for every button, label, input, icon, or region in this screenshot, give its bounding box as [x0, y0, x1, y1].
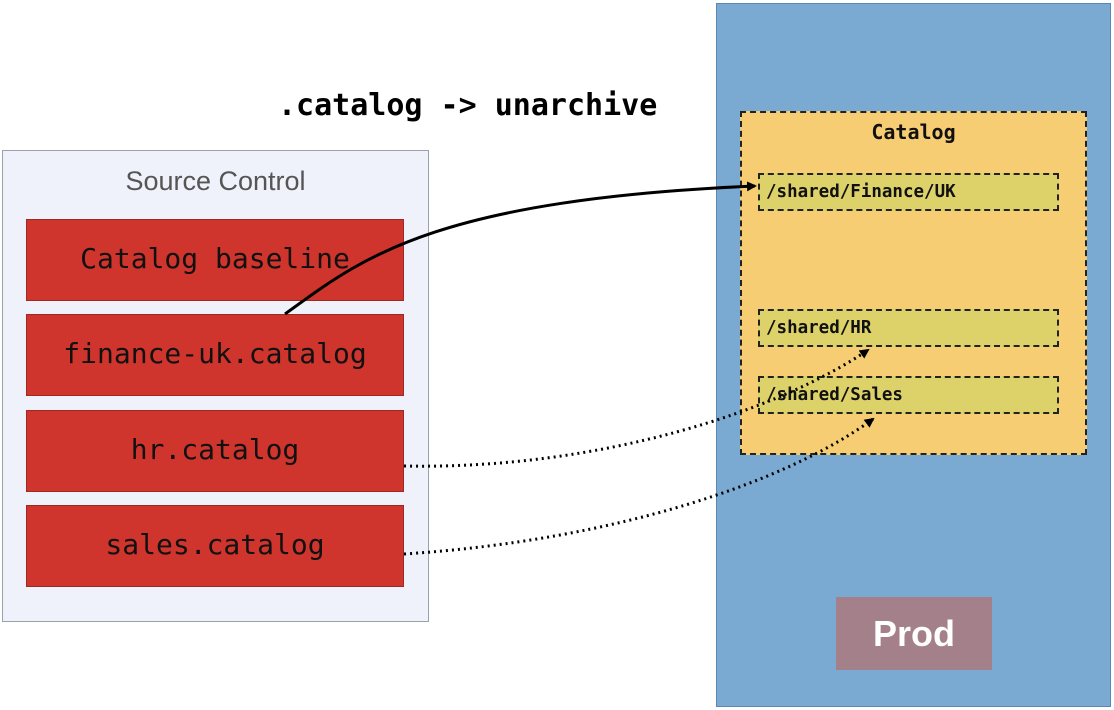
unarchive-command: .catalog -> unarchive [278, 88, 658, 123]
source-item-label: Catalog baseline [80, 242, 350, 275]
source-item-label: hr.catalog [130, 433, 300, 466]
catalog-item-label: /shared/Sales [766, 385, 903, 405]
source-item-label: finance-uk.catalog [63, 337, 367, 370]
source-item-catalog-baseline: Catalog baseline [26, 219, 404, 301]
catalog-item-finance-uk: /shared/Finance/UK [758, 173, 1059, 211]
catalog-item-label: /shared/HR [766, 318, 872, 338]
source-item-finance-uk: finance-uk.catalog [26, 314, 404, 396]
source-item-sales: sales.catalog [26, 505, 404, 587]
catalog-item-label: /shared/Finance/UK [766, 182, 956, 202]
source-item-hr: hr.catalog [26, 410, 404, 492]
catalog-item-hr: /shared/HR [758, 309, 1059, 347]
catalog-title: Catalog [871, 120, 956, 144]
catalog-item-sales: /shared/Sales [758, 376, 1059, 414]
source-control-title: Source Control [125, 166, 306, 196]
source-item-label: sales.catalog [105, 528, 325, 561]
prod-label: Prod [836, 597, 992, 670]
